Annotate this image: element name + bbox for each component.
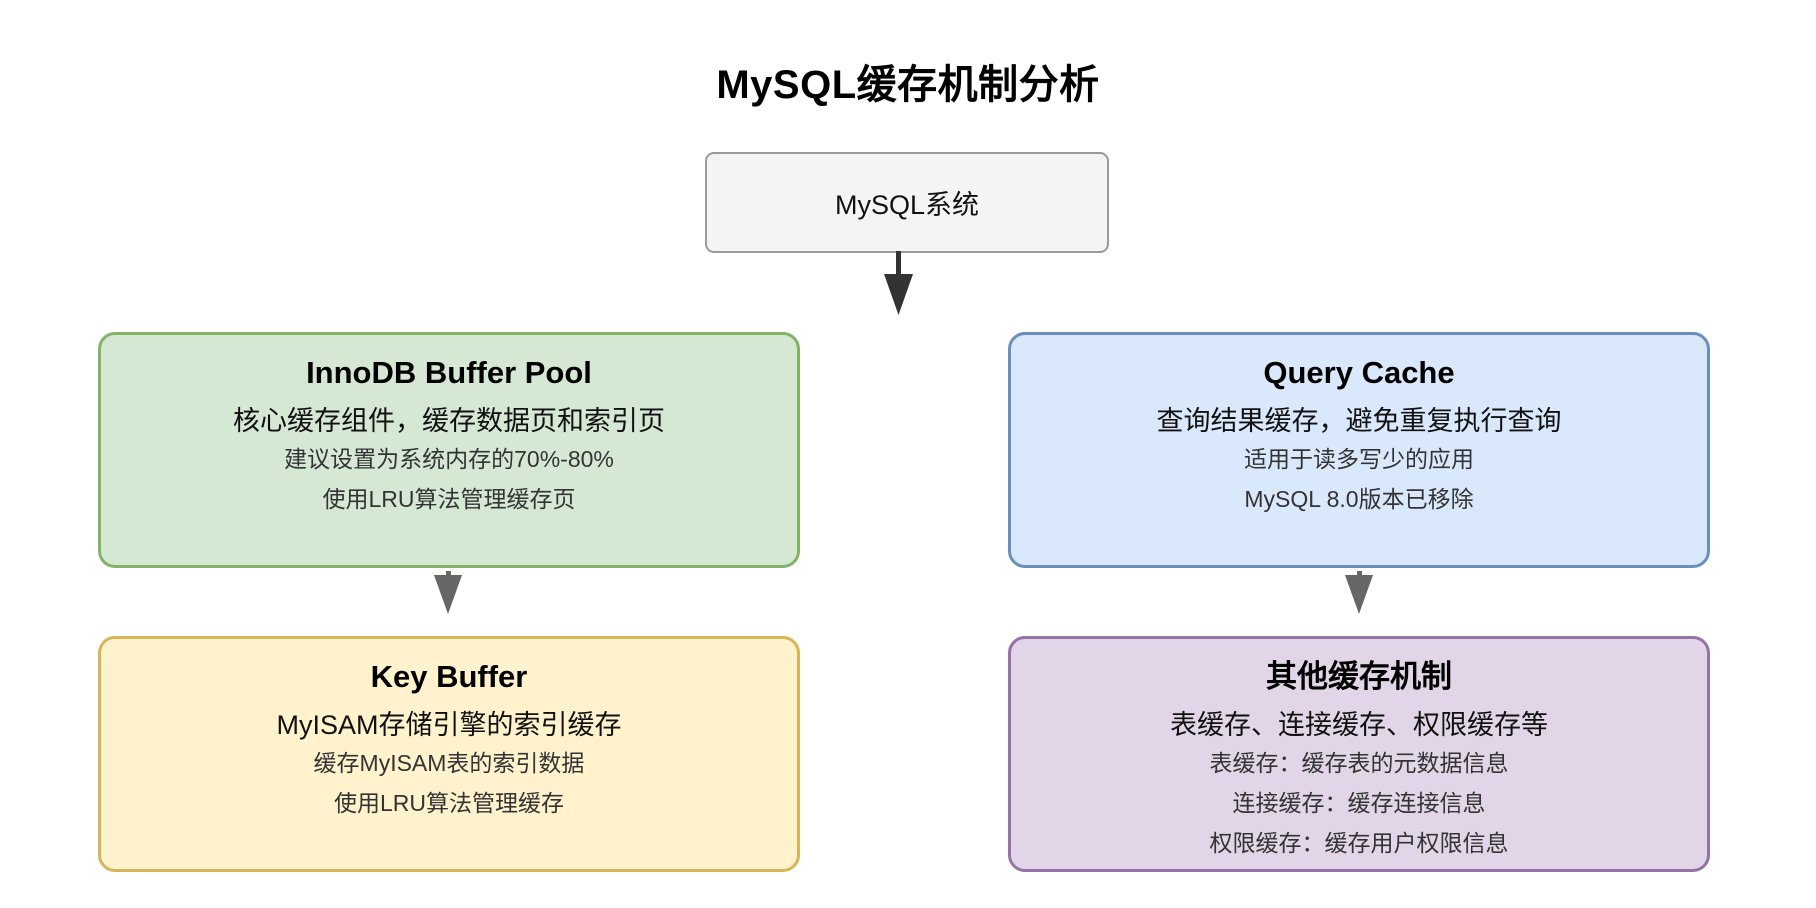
node-title: 其他缓存机制 [1266, 659, 1452, 694]
arrow-innodb-to-keybuffer [434, 571, 462, 614]
diagram-title: MySQL缓存机制分析 [716, 63, 1100, 107]
innodb-buffer-pool-node[interactable]: InnoDB Buffer Pool 核心缓存组件，缓存数据页和索引页 建议设置… [98, 332, 800, 568]
node-subtitle: MyISAM存储引擎的索引缓存 [276, 710, 622, 740]
node-title: InnoDB Buffer Pool [306, 355, 592, 390]
node-detail: 使用LRU算法管理缓存 [333, 790, 564, 816]
node-detail: 权限缓存：缓存用户权限信息 [1209, 830, 1509, 856]
arrow-querycache-stem [1357, 571, 1362, 577]
other-cache-node[interactable]: 其他缓存机制 表缓存、连接缓存、权限缓存等 表缓存：缓存表的元数据信息 连接缓存… [1008, 636, 1710, 872]
node-subtitle: 核心缓存组件，缓存数据页和索引页 [233, 406, 665, 436]
arrow-system-head [884, 274, 913, 315]
node-detail: 建议设置为系统内存的70%-80% [284, 446, 614, 472]
arrow-querycache-head [1345, 575, 1373, 614]
node-detail: 使用LRU算法管理缓存页 [322, 486, 576, 512]
node-detail: 适用于读多写少的应用 [1244, 446, 1474, 472]
query-cache-node[interactable]: Query Cache 查询结果缓存，避免重复执行查询 适用于读多写少的应用 M… [1008, 332, 1710, 568]
mysql-system-label: MySQL系统 [834, 190, 980, 220]
key-buffer-node[interactable]: Key Buffer MyISAM存储引擎的索引缓存 缓存MyISAM表的索引数… [98, 636, 800, 872]
node-detail: MySQL 8.0版本已移除 [1244, 486, 1474, 512]
node-title: Key Buffer [370, 659, 528, 694]
arrow-innodb-head [434, 575, 462, 614]
node-detail: 缓存MyISAM表的索引数据 [313, 750, 585, 776]
arrow-querycache-to-other [1345, 571, 1373, 614]
arrow-innodb-stem [446, 571, 451, 577]
node-detail: 连接缓存：缓存连接信息 [1232, 790, 1486, 816]
node-detail: 表缓存：缓存表的元数据信息 [1209, 750, 1509, 776]
arrow-system-down [884, 251, 913, 315]
mysql-system-node[interactable]: MySQL系统 [705, 152, 1109, 253]
node-title: Query Cache [1263, 355, 1455, 390]
node-subtitle: 表缓存、连接缓存、权限缓存等 [1170, 710, 1548, 740]
node-subtitle: 查询结果缓存，避免重复执行查询 [1156, 406, 1562, 436]
